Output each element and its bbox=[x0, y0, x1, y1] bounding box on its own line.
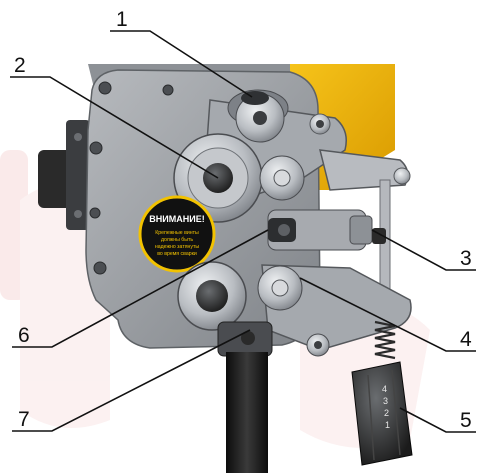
dial-mark-2: 2 bbox=[384, 408, 389, 418]
callout-numbers: 1 2 3 4 5 6 7 bbox=[14, 8, 472, 432]
leader-line-2 bbox=[10, 76, 219, 179]
pressure-lever bbox=[319, 149, 409, 191]
dial-mark-4: 4 bbox=[382, 384, 387, 394]
gun-connector bbox=[217, 321, 273, 473]
warning-line-2: должны быть bbox=[161, 237, 193, 243]
leader-line-3 bbox=[371, 229, 476, 271]
wire-guide-tube bbox=[267, 209, 373, 251]
leader-lines bbox=[10, 30, 476, 433]
leader-line-4 bbox=[299, 277, 476, 352]
warning-title: ВНИМАНИЕ! bbox=[149, 214, 204, 224]
warning-line-4: во время сварки bbox=[157, 251, 197, 257]
leader-line-7 bbox=[12, 329, 251, 432]
tension-adjust-knob: 4 3 2 1 bbox=[351, 361, 413, 466]
warning-sticker: ВНИМАНИЕ! Крепежные винты должны быть на… bbox=[138, 195, 216, 273]
leader-line-6 bbox=[12, 229, 269, 348]
motor-shaft bbox=[38, 120, 98, 230]
upper-pressure-roller bbox=[259, 155, 305, 201]
callout-1: 1 bbox=[116, 8, 128, 31]
top-guide-roller bbox=[227, 89, 289, 143]
leader-line-1 bbox=[110, 30, 253, 98]
housing-bolts bbox=[89, 81, 174, 275]
warning-line-1: Крепежные винты bbox=[155, 230, 199, 236]
callout-5: 5 bbox=[460, 409, 472, 432]
callout-7: 7 bbox=[18, 408, 30, 431]
callout-6: 6 bbox=[18, 324, 30, 347]
dial-mark-1: 1 bbox=[385, 420, 390, 430]
leader-line-5 bbox=[399, 407, 476, 433]
lower-pressure-arm bbox=[257, 264, 412, 357]
callout-2: 2 bbox=[14, 54, 26, 77]
lower-drive-roller bbox=[177, 261, 247, 331]
callout-3: 3 bbox=[460, 247, 472, 270]
dial-mark-3: 3 bbox=[383, 396, 388, 406]
callout-4: 4 bbox=[460, 328, 472, 351]
tension-spring bbox=[374, 320, 396, 360]
warning-line-3: надежно затянуты bbox=[155, 244, 199, 250]
